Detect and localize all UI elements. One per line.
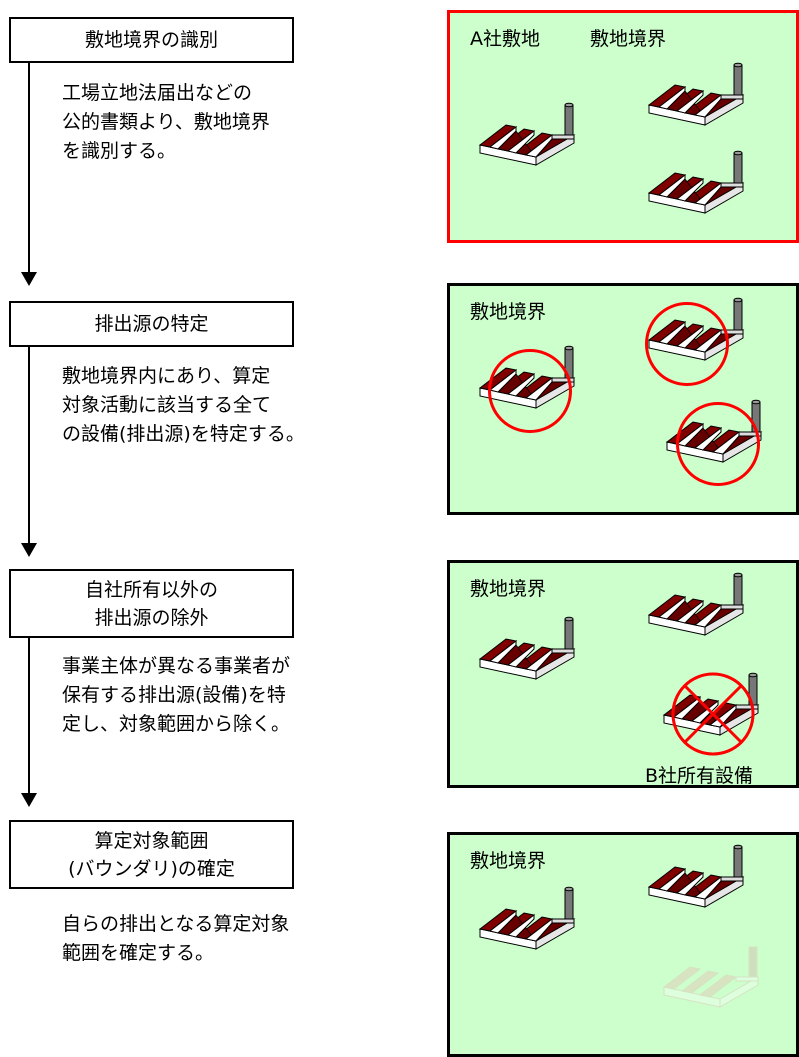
step-1-title: 敷地境界の識別 [84,29,218,51]
panel-2-emission-sources: 敷地境界 [447,283,799,515]
step-2-description: 敷地境界内にあり、算定 対象活動に該当する全て の設備(排出源)を特定する。 [62,362,305,449]
panel-1-site-boundary: A社敷地 敷地境界 [447,10,799,243]
step-3-title: 自社所有以外の [84,578,218,601]
factory-icon [647,61,747,131]
step-4-title: 算定対象範囲 [94,829,209,852]
flow-line-2 [28,344,30,544]
step-1-desc-line: を識別する。 [62,140,177,162]
step-2-desc-line: 敷地境界内にあり、算定 [62,365,271,387]
flow-arrow-1 [21,272,37,286]
flow-line-1 [28,61,30,273]
step-3-desc-line: 定し、対象範囲から除く。 [62,713,291,735]
step-4-desc-line: 範囲を確定する。 [62,942,215,964]
panel-3-label-boundary: 敷地境界 [470,578,547,600]
step-1-desc-line: 工場立地法届出などの [62,82,253,104]
panel-4-label-boundary: 敷地境界 [470,850,547,872]
flow-line-3 [28,636,30,794]
step-3-title-box: 自社所有以外の 排出源の除外 [9,569,294,638]
red-circle-mark [645,302,729,386]
red-circle-mark [488,349,572,433]
step-2-desc-line: 対象活動に該当する全て [62,394,272,416]
step-1-desc-line: 公的書類より、敷地境界 [62,111,270,133]
step-3-description: 事業主体が異なる事業者が 保有する排出源(設備)を特 定し、対象範囲から除く。 [62,652,290,739]
panel-2-label-boundary: 敷地境界 [470,301,547,323]
panel-1-label-company: A社敷地 [470,28,540,50]
factory-icon [478,101,578,171]
step-3-desc-line: 保有する排出源(設備)を特 [62,684,286,706]
red-cross-mark [671,672,755,756]
step-4-description: 自らの排出となる算定対象 範囲を確定する。 [62,910,289,968]
flow-arrow-3 [21,793,37,807]
panel-1-label-boundary: 敷地境界 [590,28,667,50]
step-3-title: 排出源の除外 [94,606,209,629]
step-1-description: 工場立地法届出などの 公的書類より、敷地境界 を識別する。 [62,79,270,166]
step-3-desc-line: 事業主体が異なる事業者が [62,655,291,677]
factory-icon [647,843,747,913]
red-circle-mark [676,402,760,486]
factory-icon [647,571,747,641]
step-2-title: 排出源の特定 [94,313,209,335]
factory-icon [478,615,578,685]
panel-4-boundary-confirmed: 敷地境界 [447,832,799,1057]
step-2-desc-line: の設備(排出源)を特定する。 [62,423,305,445]
factory-icon [478,885,578,955]
step-4-title-box: 算定対象範囲 (バウンダリ)の確定 [9,820,294,889]
panel-3-label-company-b-equipment: B社所有設備 [645,765,754,787]
step-1-title-box: 敷地境界の識別 [9,17,294,63]
factory-faded-icon [662,943,762,1013]
step-2-title-box: 排出源の特定 [9,301,294,347]
panel-3-exclusion: 敷地境界 B社所有設備 [447,560,799,788]
step-4-desc-line: 自らの排出となる算定対象 [62,913,290,935]
step-4-title: (バウンダリ)の確定 [68,857,235,880]
factory-icon [647,149,747,219]
flow-arrow-2 [21,543,37,557]
